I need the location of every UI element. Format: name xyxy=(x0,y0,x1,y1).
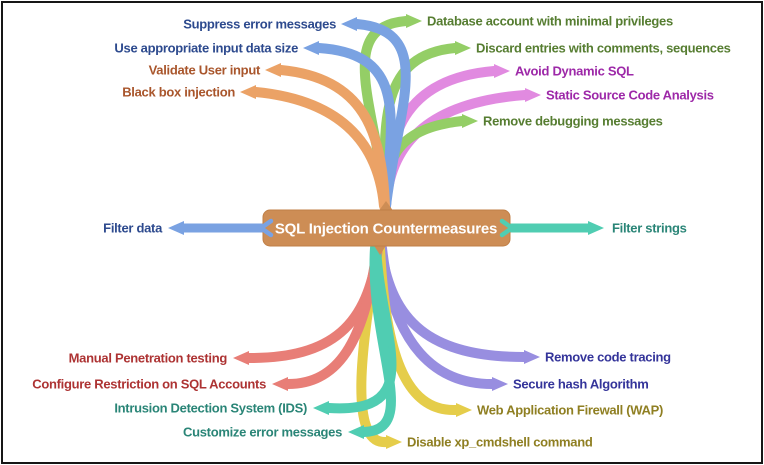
node-label-validate-user-input[interactable]: Validate User input xyxy=(149,63,262,78)
center-left-chevron-icon xyxy=(258,218,274,238)
arrow-tip-input-data-size xyxy=(303,41,319,55)
node-label-input-data-size[interactable]: Use appropriate input data size xyxy=(114,41,298,56)
arrow-tip-remove-debugging xyxy=(462,114,478,128)
node-label-remove-code-tracing[interactable]: Remove code tracing xyxy=(545,350,671,365)
connector-manual-pentest xyxy=(244,243,383,363)
arrow-tip-avoid-dynamic-sql xyxy=(494,64,510,78)
arrow-tip-filter-data xyxy=(168,221,184,235)
center-node-top-notch xyxy=(378,201,394,212)
node-label-intrusion-detection[interactable]: Intrusion Detection System (IDS) xyxy=(114,401,307,416)
arrow-tip-configure-restriction xyxy=(272,377,288,391)
node-label-disable-xp-cmdshell[interactable]: Disable xp_cmdshell command xyxy=(407,435,593,450)
node-label-discard-entries[interactable]: Discard entries with comments, sequences xyxy=(476,41,731,56)
arrow-tip-remove-code-tracing xyxy=(524,350,540,364)
node-label-database-account[interactable]: Database account with minimal privileges xyxy=(427,14,673,29)
arrow-tip-disable-xp-cmdshell xyxy=(386,435,402,449)
arrow-tip-discard-entries xyxy=(455,41,471,55)
center-node-bottom-notch xyxy=(373,244,387,255)
connector-secure-hash xyxy=(377,243,497,389)
node-label-customize-errors[interactable]: Customize error messages xyxy=(183,425,342,440)
node-label-suppress-errors[interactable]: Suppress error messages xyxy=(183,17,336,32)
connector-customize-errors xyxy=(359,243,396,437)
center-node-label[interactable]: SQL Injection Countermeasures xyxy=(275,221,498,238)
connector-black-box-injection xyxy=(251,87,389,211)
node-label-black-box-injection[interactable]: Black box injection xyxy=(122,85,235,100)
connector-remove-code-tracing xyxy=(376,243,529,362)
arrow-tip-black-box-injection xyxy=(240,85,256,99)
arrow-tip-static-source-code xyxy=(525,88,541,102)
node-label-remove-debugging[interactable]: Remove debugging messages xyxy=(483,114,663,129)
connector-input-data-size xyxy=(314,43,396,211)
arrow-tip-database-account xyxy=(406,14,422,28)
center-right-chevron-icon xyxy=(499,218,515,238)
node-label-static-source-code[interactable]: Static Source Code Analysis xyxy=(546,88,714,103)
node-label-secure-hash[interactable]: Secure hash Algorithm xyxy=(513,377,649,392)
node-label-avoid-dynamic-sql[interactable]: Avoid Dynamic SQL xyxy=(515,64,634,79)
node-label-configure-restriction[interactable]: Configure Restriction on SQL Accounts xyxy=(32,377,266,392)
arrow-tip-web-app-firewall xyxy=(456,403,472,417)
arrow-tip-manual-pentest xyxy=(233,351,249,365)
node-label-web-app-firewall[interactable]: Web Application Firewall (WAP) xyxy=(477,403,663,418)
arrow-tip-customize-errors xyxy=(348,425,364,439)
arrow-tip-secure-hash xyxy=(492,377,508,391)
node-label-filter-strings[interactable]: Filter strings xyxy=(612,221,687,236)
arrow-tip-intrusion-detection xyxy=(313,401,329,415)
node-label-manual-pentest[interactable]: Manual Penetration testing xyxy=(69,351,228,366)
arrow-tip-validate-user-input xyxy=(265,63,281,77)
node-label-filter-data[interactable]: Filter data xyxy=(103,221,163,236)
arrow-tip-filter-strings xyxy=(588,221,604,235)
arrow-tip-suppress-errors xyxy=(341,17,357,31)
